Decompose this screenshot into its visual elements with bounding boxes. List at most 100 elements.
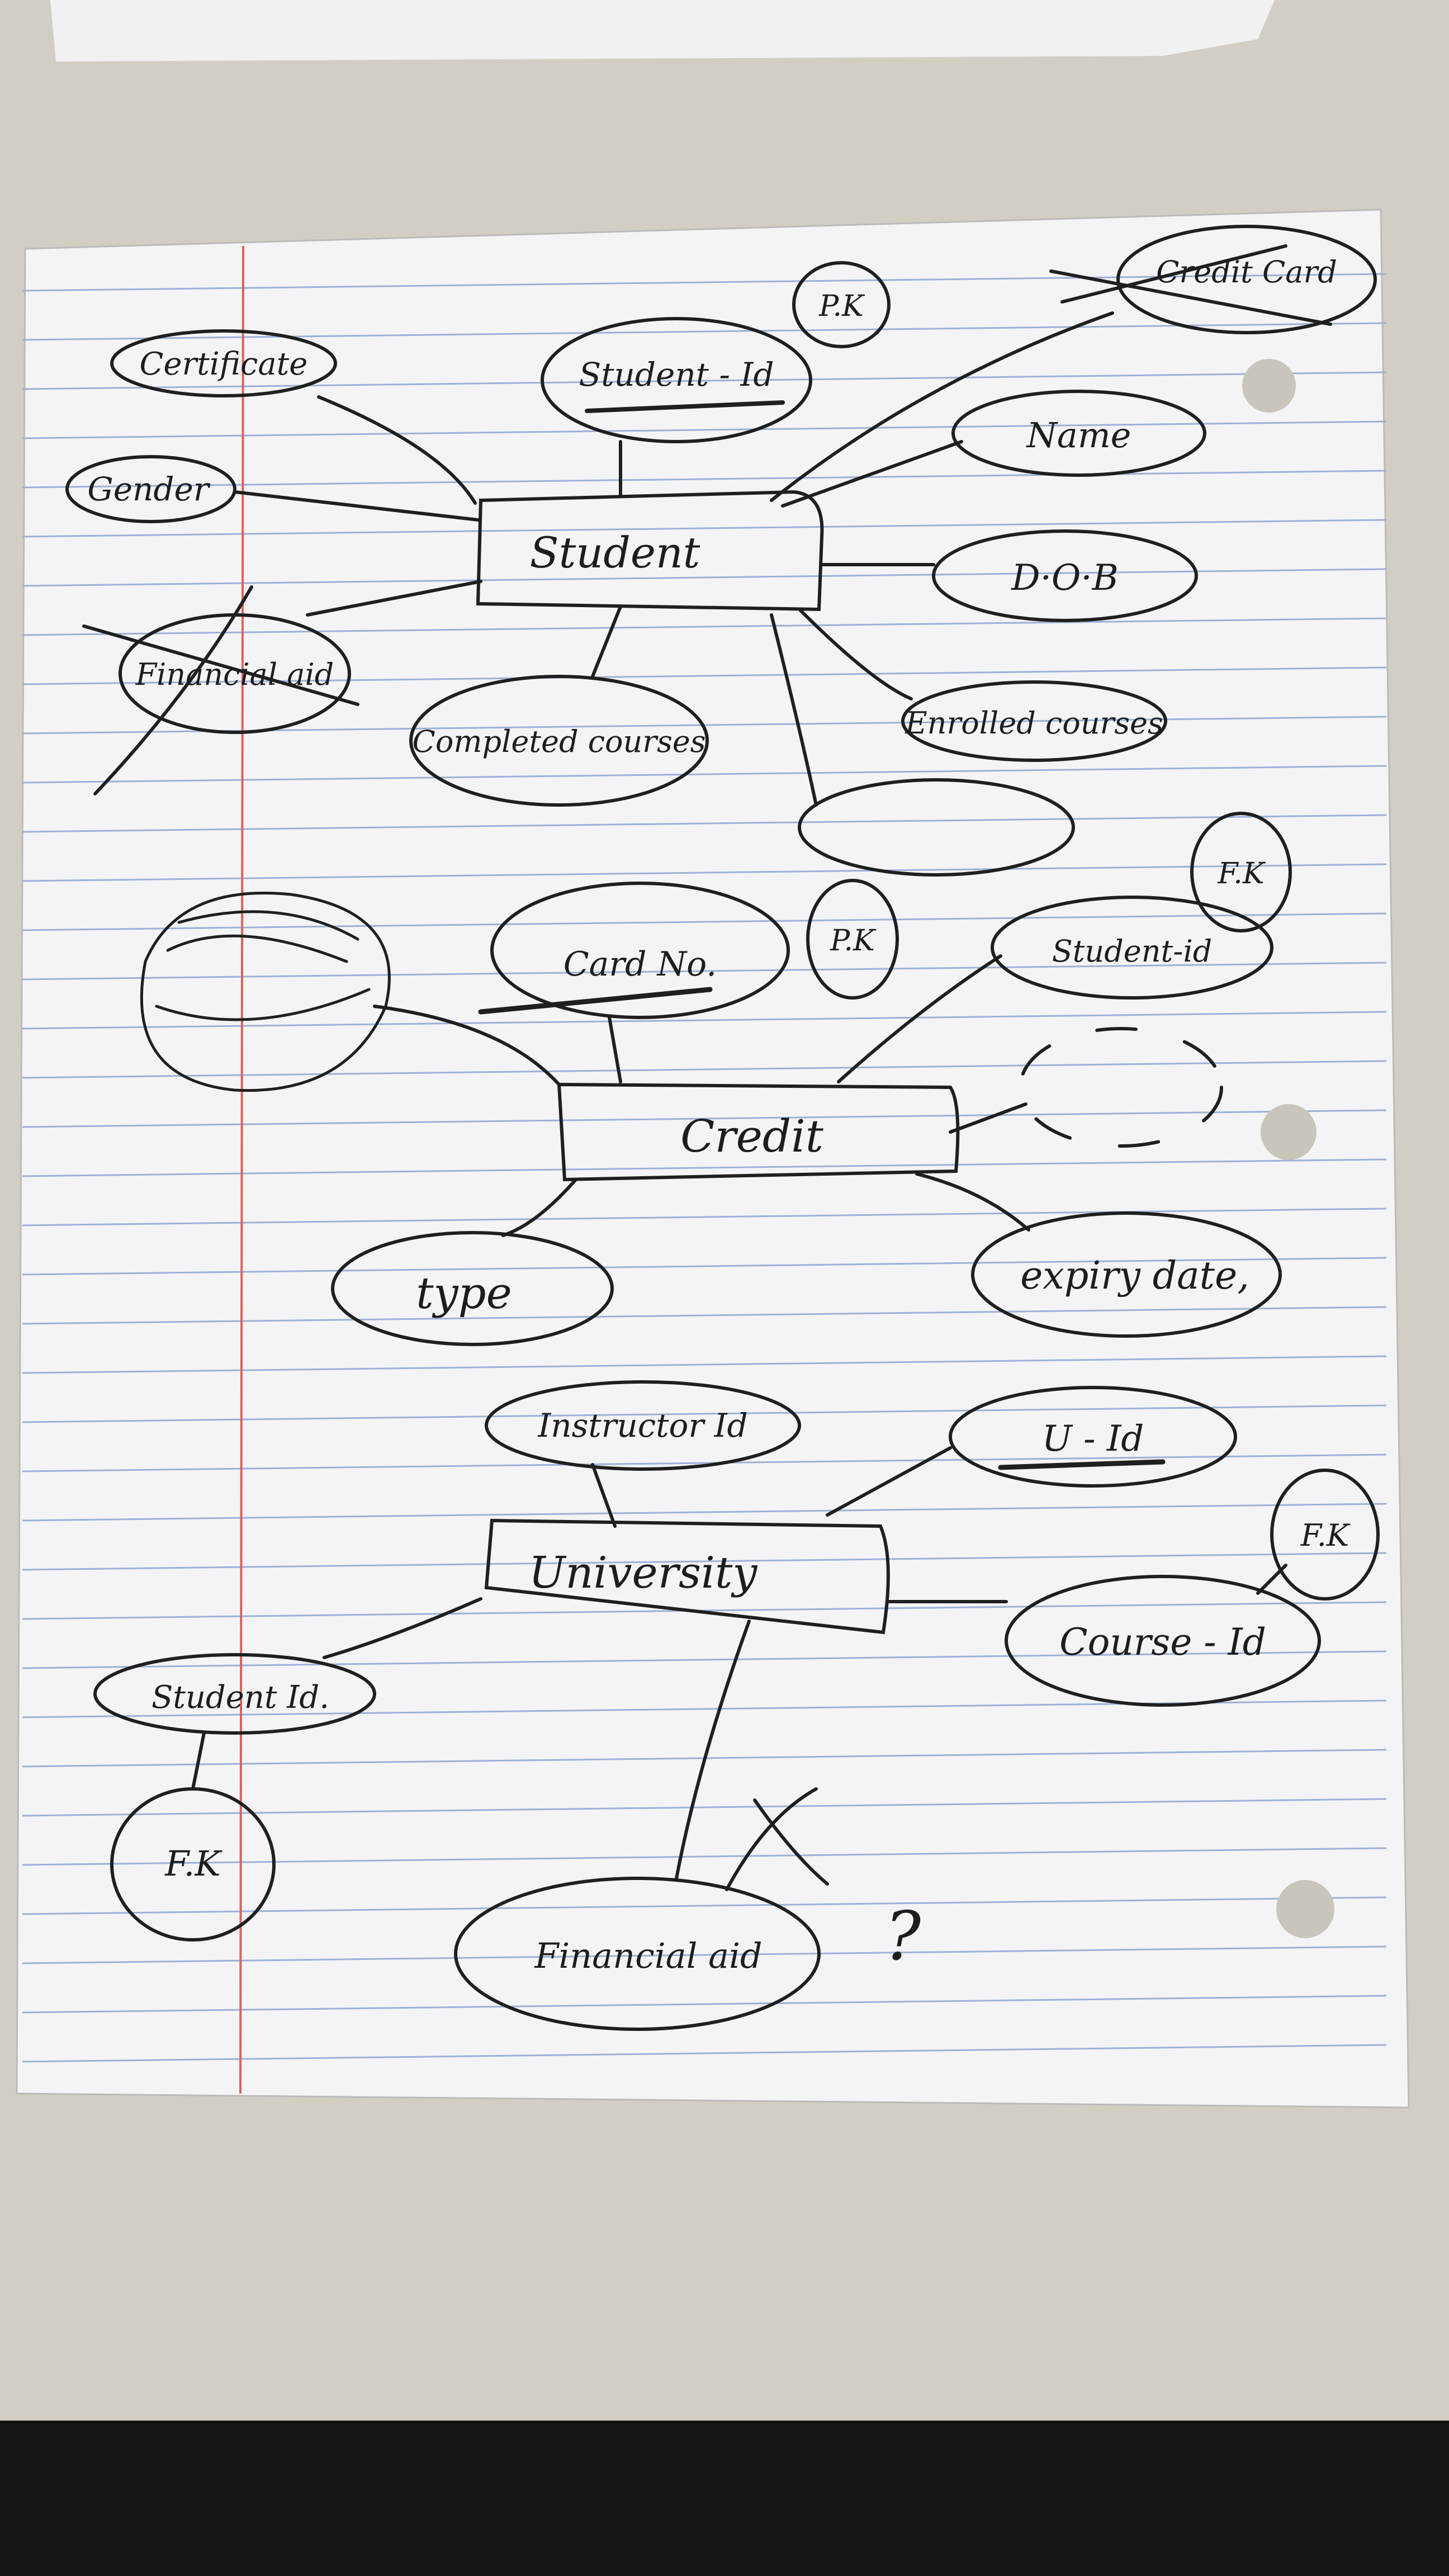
university-entity-box xyxy=(484,1518,890,1635)
ruled-line xyxy=(22,1503,1387,1522)
financial-aid-cross xyxy=(725,1787,829,1891)
type-label: type xyxy=(416,1268,512,1319)
ruled-line xyxy=(22,765,1387,784)
ruled-line xyxy=(22,1896,1387,1915)
ruled-line xyxy=(22,1011,1387,1030)
ruled-line xyxy=(22,1650,1387,1669)
ruled-line xyxy=(22,470,1387,489)
student-id-label: Student - Id xyxy=(579,356,774,394)
university-student-id-label: Student Id. xyxy=(151,1679,329,1716)
card-no-underline xyxy=(478,987,713,1015)
binder-hole-bottom xyxy=(1276,1880,1334,1938)
name-label: Name xyxy=(1026,415,1131,456)
question-mark: ? xyxy=(885,1898,921,1976)
link-type xyxy=(501,1178,577,1237)
u-id-underline xyxy=(998,1459,1166,1470)
dob-attr xyxy=(932,529,1198,622)
university-entity-label: University xyxy=(529,1548,758,1598)
ruled-lines xyxy=(22,273,1387,2063)
ruled-line xyxy=(22,1257,1387,1276)
binder-hole-top xyxy=(1242,359,1296,413)
student-group: Student Certificate Student - Id P.K Cre… xyxy=(65,225,1377,877)
link-certificate xyxy=(317,395,477,505)
name-attr xyxy=(951,390,1206,477)
dark-floor xyxy=(0,2421,1449,2576)
student-id-underline xyxy=(585,400,785,413)
credit-student-id-attr xyxy=(991,896,1273,1000)
link-credit-student-id xyxy=(837,954,1002,1083)
ruled-line xyxy=(22,814,1387,833)
ruled-line xyxy=(22,1306,1387,1325)
university-student-id-attr xyxy=(93,1653,376,1735)
credit-pk-label: P.K xyxy=(830,924,877,958)
ruled-line xyxy=(22,568,1387,587)
university-financial-aid-label: Financial aid xyxy=(534,1935,762,1976)
ruled-line xyxy=(22,1798,1387,1817)
ruled-line xyxy=(22,1995,1387,2014)
credit-entity-label: Credit xyxy=(680,1110,824,1162)
binder-hole-middle xyxy=(1261,1104,1317,1160)
ruled-line xyxy=(22,420,1387,439)
student-id-attr xyxy=(541,317,812,443)
financial-aid-strike xyxy=(82,585,359,795)
faint-attr xyxy=(1019,1027,1223,1148)
student-entity-box xyxy=(476,490,824,612)
course-id-label: Course - Id xyxy=(1059,1621,1266,1664)
ruled-line xyxy=(22,1847,1387,1866)
enrolled-courses-label: Enrolled courses xyxy=(905,705,1163,741)
credit-group: Credit Card No. P.K Student-id F.K type … xyxy=(140,812,1292,1346)
card-no-attr xyxy=(490,882,790,1019)
type-attr xyxy=(331,1231,614,1346)
course-fk-label: F.K xyxy=(1300,1518,1351,1553)
credit-pk-circle xyxy=(806,879,899,1000)
ruled-line xyxy=(22,1208,1387,1227)
credit-fk-circle xyxy=(1190,812,1292,932)
course-fk-circle xyxy=(1270,1469,1380,1600)
certificate-attr xyxy=(110,329,337,397)
ruled-line xyxy=(22,1552,1387,1571)
ruled-line xyxy=(22,912,1387,931)
ruled-line xyxy=(22,1109,1387,1128)
ruled-line xyxy=(22,1158,1387,1177)
ruled-line xyxy=(22,1060,1387,1079)
instructor-id-attr xyxy=(485,1380,801,1471)
link-university-student-id xyxy=(323,1597,482,1659)
ruled-line xyxy=(22,322,1387,341)
university-financial-aid-attr xyxy=(454,1877,821,2031)
gender-attr xyxy=(65,455,236,523)
credit-entity-box xyxy=(557,1082,960,1182)
link-instructor-id xyxy=(591,1463,617,1528)
ruled-line xyxy=(22,519,1387,538)
link-credit-card xyxy=(770,311,1114,502)
student-pk-circle xyxy=(792,261,891,348)
expiry-date-attr xyxy=(971,1211,1282,1338)
link-card-no xyxy=(608,1016,622,1083)
link-u-id xyxy=(826,1446,952,1517)
instructor-id-label: Instructor Id xyxy=(537,1407,747,1445)
student-pk-label: P.K xyxy=(818,290,865,323)
link-empty-attr xyxy=(770,613,818,807)
ruled-line xyxy=(22,1355,1387,1374)
credit-student-id-label: Student-id xyxy=(1052,934,1213,969)
enrolled-courses-attr xyxy=(901,680,1167,762)
ruled-line xyxy=(22,1945,1387,1964)
link-course-fk xyxy=(1256,1564,1287,1595)
certificate-label: Certificate xyxy=(140,346,308,382)
link-name xyxy=(781,440,963,508)
link-university-financial-aid xyxy=(675,1620,751,1880)
credit-fk-label: F.K xyxy=(1217,857,1266,891)
u-id-label: U - Id xyxy=(1042,1418,1144,1460)
credit-card-strike xyxy=(1049,244,1332,326)
ruled-line xyxy=(22,962,1387,981)
empty-attr xyxy=(798,778,1075,877)
link-scribbled xyxy=(373,1005,561,1086)
student-entity-label: Student xyxy=(530,528,700,577)
link-student-fk xyxy=(191,1731,206,1791)
link-financial-aid xyxy=(306,580,482,617)
dob-label: D·O·B xyxy=(1011,557,1119,599)
ruled-line xyxy=(22,1453,1387,1472)
link-enrolled-courses xyxy=(798,608,913,700)
ruled-line xyxy=(22,371,1387,390)
ruled-line xyxy=(22,2044,1387,2063)
